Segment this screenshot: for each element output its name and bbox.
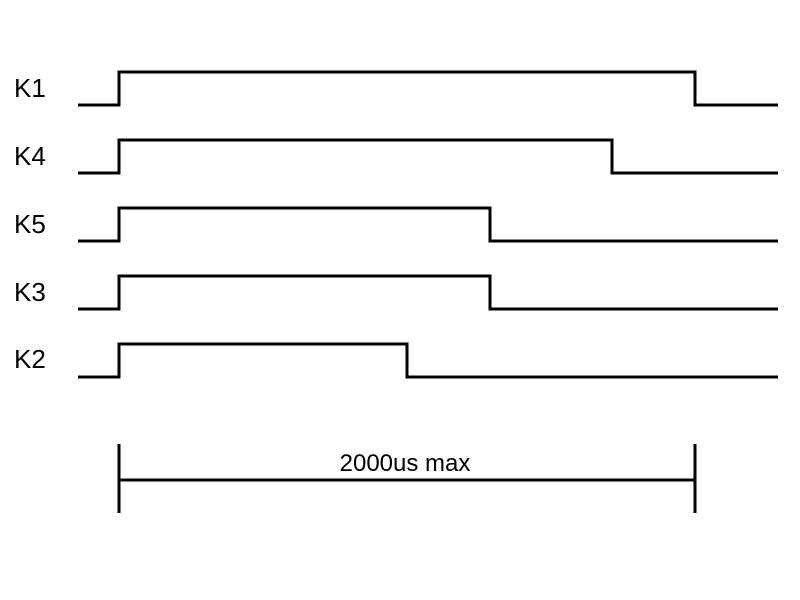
signal-label-k5: K5 [14,209,46,239]
waveform-k3 [78,274,778,311]
waveform-k2 [78,342,778,379]
duration-dimension: 2000us max [117,444,697,513]
signal-label-k1: K1 [14,73,46,103]
signal-label-k2: K2 [14,344,46,374]
duration-label: 2000us max [340,450,471,477]
waveform-k4 [78,138,778,175]
waveform-k1 [78,70,778,107]
signal-k4: K4 [14,138,778,175]
signal-label-k4: K4 [14,141,46,171]
waveform-k5 [78,206,778,243]
signal-k2: K2 [14,342,778,379]
signal-k1: K1 [14,70,778,107]
signal-k3: K3 [14,274,778,311]
signal-label-k3: K3 [14,277,46,307]
signal-k5: K5 [14,206,778,243]
